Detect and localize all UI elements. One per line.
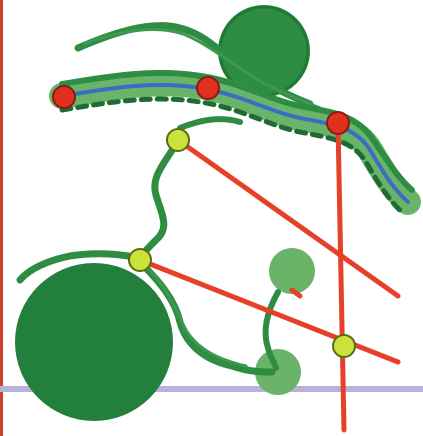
red-node-middle bbox=[197, 77, 219, 99]
scribble-vertical bbox=[140, 140, 178, 260]
red-link-3 bbox=[338, 124, 344, 430]
left-frame-edge bbox=[0, 0, 3, 436]
yellow-node-right bbox=[333, 335, 355, 357]
river-corridor bbox=[62, 73, 412, 214]
scribble-stub bbox=[180, 119, 240, 128]
red-node-right bbox=[327, 112, 349, 134]
river-dashed-edge bbox=[62, 99, 404, 214]
yellow-node-left bbox=[129, 249, 151, 271]
park-circle-large bbox=[15, 263, 173, 421]
red-node-left bbox=[53, 86, 75, 108]
yellow-node-upper bbox=[167, 129, 189, 151]
park-circle-small-upper bbox=[269, 248, 315, 294]
